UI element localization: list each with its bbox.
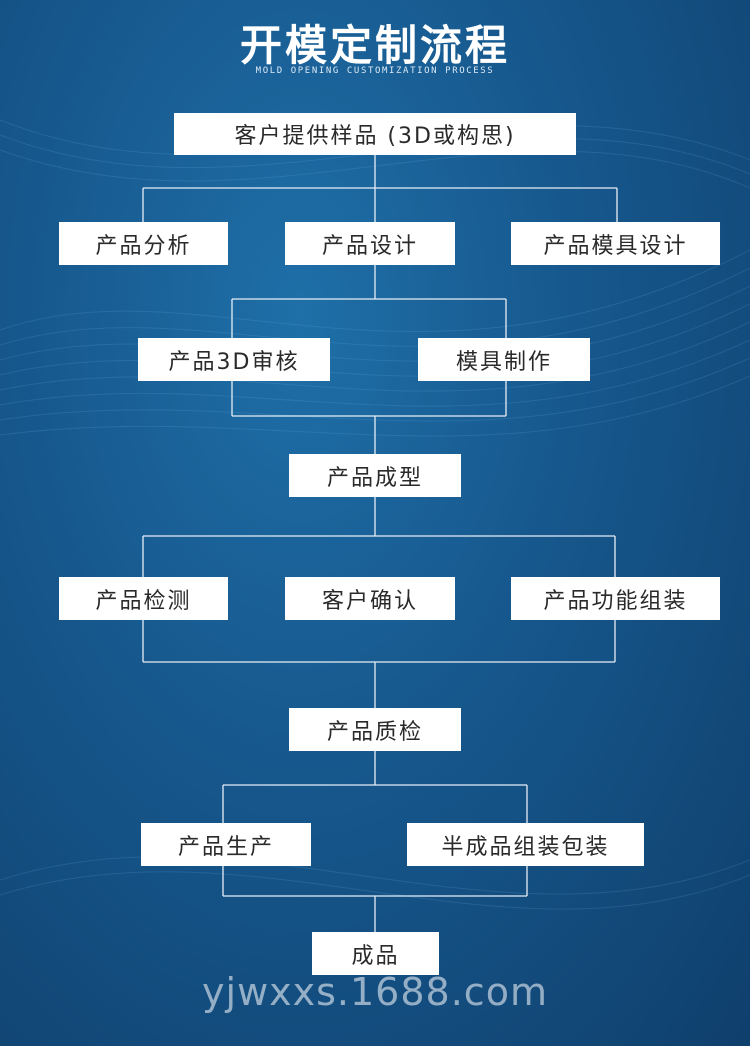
step-finished-product: 成品 bbox=[312, 932, 439, 975]
step-production: 产品生产 bbox=[141, 823, 311, 866]
step-functional-assembly: 产品功能组装 bbox=[511, 577, 720, 620]
step-mold-design: 产品模具设计 bbox=[511, 222, 720, 265]
step-semi-assembly-packaging: 半成品组装包装 bbox=[407, 823, 644, 866]
step-quality-check: 产品质检 bbox=[289, 708, 461, 751]
step-product-3d-review: 产品3D审核 bbox=[138, 338, 330, 381]
watermark-text: yjwxxs.1688.com bbox=[202, 970, 548, 1014]
step-product-analysis: 产品分析 bbox=[59, 222, 228, 265]
step-product-design: 产品设计 bbox=[285, 222, 455, 265]
page-subtitle: MOLD OPENING CUSTOMIZATION PROCESS bbox=[255, 66, 495, 76]
step-customer-confirm: 客户确认 bbox=[285, 577, 455, 620]
step-product-inspection: 产品检测 bbox=[59, 577, 228, 620]
page-title: 开模定制流程 bbox=[239, 21, 510, 70]
step-mold-making: 模具制作 bbox=[418, 338, 590, 381]
step-customer-sample: 客户提供样品 (3D或构思) bbox=[174, 113, 576, 155]
step-product-molding: 产品成型 bbox=[289, 454, 461, 497]
